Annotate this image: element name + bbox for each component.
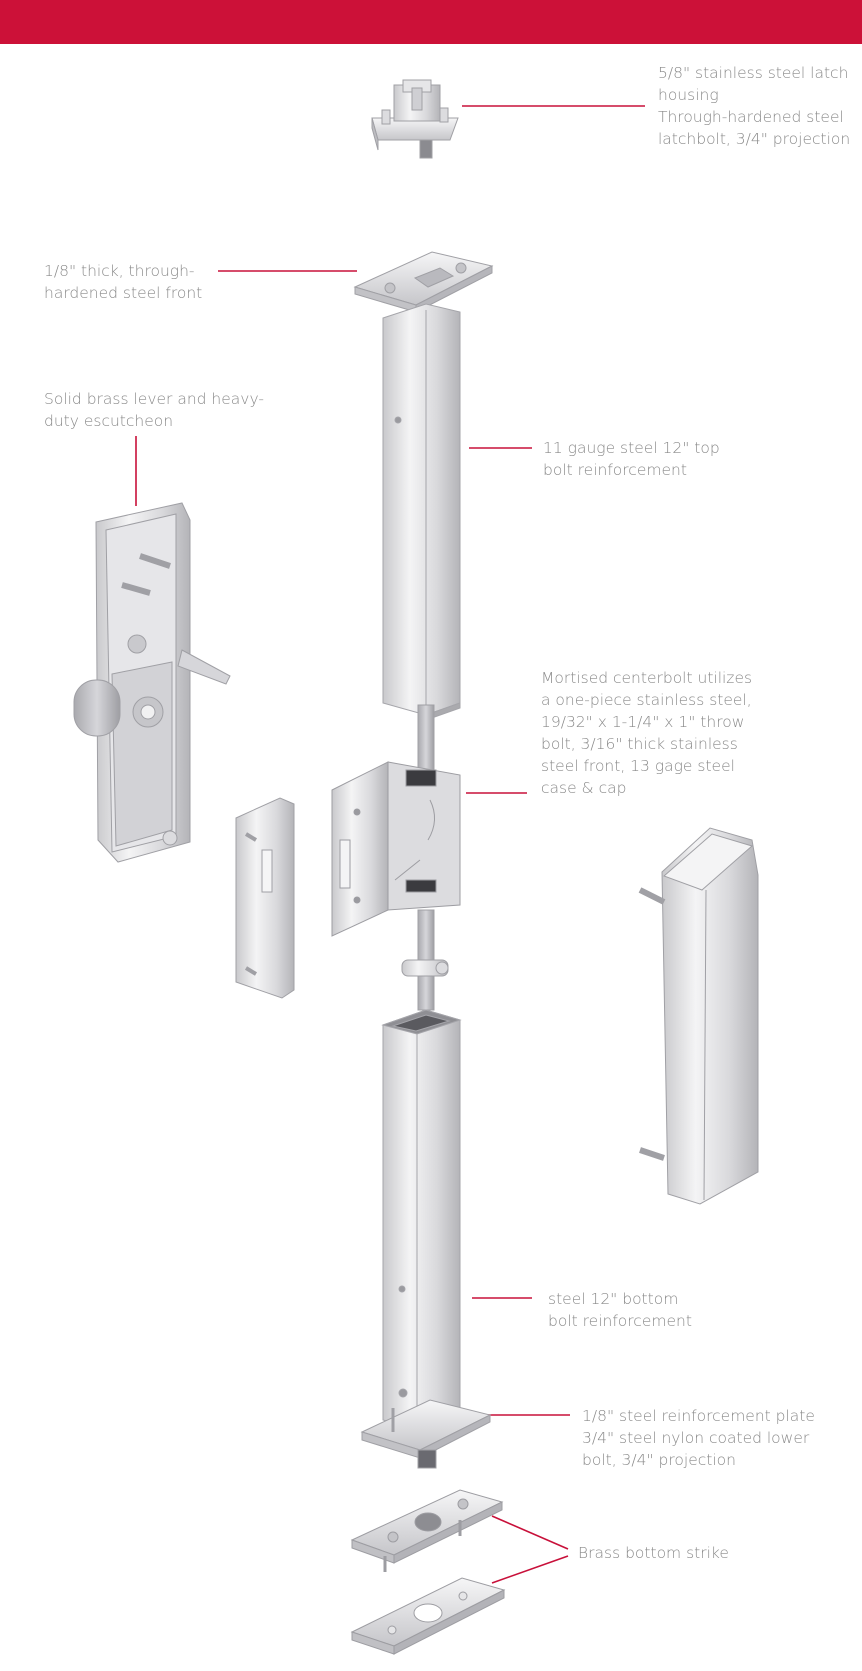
callout-line: 1/8" thick, through-	[44, 262, 195, 280]
trim-cover	[638, 827, 759, 1205]
bottom-reinforcement-tube	[381, 1009, 462, 1433]
callout-line: bolt, 3/16" thick stainless	[541, 735, 738, 753]
callout-line: 19/32" x 1-1/4" x 1" throw	[541, 713, 745, 731]
callout-bottom-strike: Brass bottom strike	[578, 1542, 729, 1564]
lever-escutcheon	[73, 502, 231, 863]
callout-lever: Solid brass lever and heavy- duty escutc…	[44, 388, 264, 432]
leader-lines	[135, 105, 645, 1584]
leader-strike-top	[491, 1515, 569, 1550]
header-bar	[0, 0, 862, 44]
strike-plate-small	[235, 797, 295, 999]
callout-line: hardened steel front	[44, 284, 203, 302]
callout-centerbolt: Mortised centerbolt utilizes a one-piece…	[541, 667, 752, 799]
callout-line: case & cap	[541, 779, 627, 797]
bottom-strike-upper	[350, 1489, 504, 1572]
callout-line: Through-hardened steel	[658, 108, 844, 126]
bottom-strike-lower	[350, 1577, 506, 1655]
top-reinforcement-tube	[382, 303, 461, 721]
callout-line: 1/8" steel reinforcement plate	[582, 1407, 815, 1425]
callout-line: steel 12" bottom	[548, 1290, 679, 1308]
latch-housing	[371, 79, 459, 159]
top-front-plate	[353, 251, 494, 313]
callout-top-reinforcement: 11 gauge steel 12" top bolt reinforcemen…	[543, 437, 720, 481]
callout-line: Solid brass lever and heavy-	[44, 390, 264, 408]
callout-line: housing	[658, 86, 719, 104]
callout-line: bolt, 3/4" projection	[582, 1451, 736, 1469]
callout-line: steel front, 13 gage steel	[541, 757, 735, 775]
callout-line: bolt reinforcement	[543, 461, 687, 479]
callout-line: 5/8" stainless steel latch	[658, 64, 849, 82]
callout-line: duty escutcheon	[44, 412, 174, 430]
callout-latch-housing: 5/8" stainless steel latch housing Throu…	[658, 62, 850, 150]
callout-line: Mortised centerbolt utilizes	[541, 669, 753, 687]
callout-line: bolt reinforcement	[548, 1312, 692, 1330]
callout-line: 11 gauge steel 12" top	[543, 439, 720, 457]
top-rod	[417, 704, 435, 776]
callout-line: a one-piece stainless steel,	[541, 691, 752, 709]
callout-line: Brass bottom strike	[578, 1544, 729, 1562]
callout-steel-front: 1/8" thick, through- hardened steel fron…	[44, 260, 202, 304]
centerbolt-case	[331, 761, 461, 937]
leader-strike-bottom	[491, 1555, 569, 1584]
callout-reinforcement-plate: 1/8" steel reinforcement plate 3/4" stee…	[582, 1405, 815, 1471]
callout-line: 3/4" steel nylon coated lower	[582, 1429, 810, 1447]
callout-bottom-reinforcement: steel 12" bottom bolt reinforcement	[548, 1288, 692, 1332]
callout-line: latchbolt, 3/4" projection	[658, 130, 851, 148]
bottom-reinforcement-plate	[360, 1399, 492, 1469]
rod-collar	[401, 959, 449, 977]
